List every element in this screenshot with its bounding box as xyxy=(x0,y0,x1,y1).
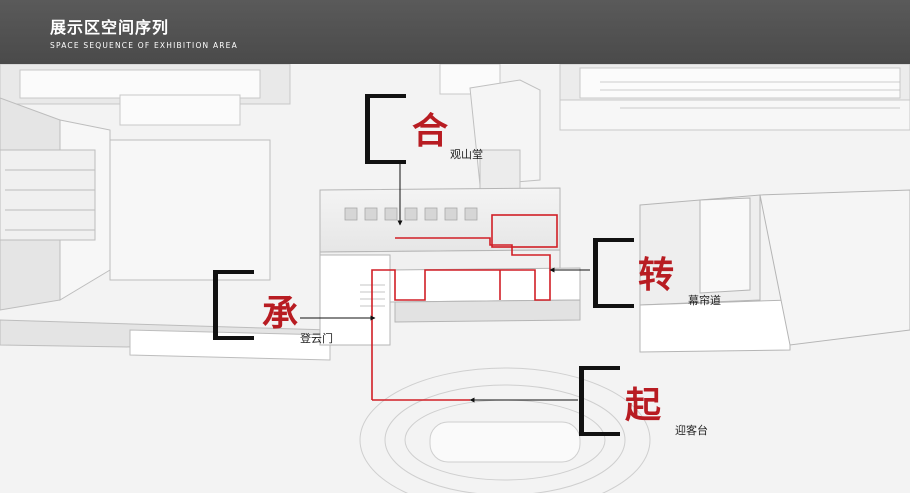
stage-char-cheng: 承 xyxy=(262,293,299,334)
bracket-he xyxy=(365,94,406,164)
stage-char-qi: 起 xyxy=(625,385,662,426)
stage-label-zhuan: 幕帘道 xyxy=(688,294,721,307)
top-right-windows xyxy=(600,81,900,109)
stage-char-zhuan: 转 xyxy=(638,255,675,296)
architecture-model-render xyxy=(0,64,910,493)
top-buildings xyxy=(0,64,910,131)
left-stacked-building xyxy=(0,97,331,361)
main-exhibition-building xyxy=(319,187,581,346)
stage-char-he: 合 xyxy=(412,111,449,152)
stage-label-he: 观山堂 xyxy=(450,148,483,161)
bracket-qi xyxy=(579,366,620,436)
stage-label-cheng: 登云门 xyxy=(300,332,333,345)
circulation-path xyxy=(371,214,558,401)
stage-label-qi: 迎客台 xyxy=(675,424,708,437)
central-tower xyxy=(469,79,541,191)
page-subtitle: SPACE SEQUENCE OF EXHIBITION AREA xyxy=(50,41,238,50)
landscape-paths xyxy=(359,367,651,493)
page-title: 展示区空间序列 xyxy=(50,18,170,37)
bracket-zhuan xyxy=(593,238,634,308)
right-building xyxy=(639,189,910,353)
header-bar: 展示区空间序列 SPACE SEQUENCE OF EXHIBITION ARE… xyxy=(0,0,910,64)
bracket-cheng xyxy=(213,270,254,340)
leader-arrows xyxy=(300,160,590,403)
